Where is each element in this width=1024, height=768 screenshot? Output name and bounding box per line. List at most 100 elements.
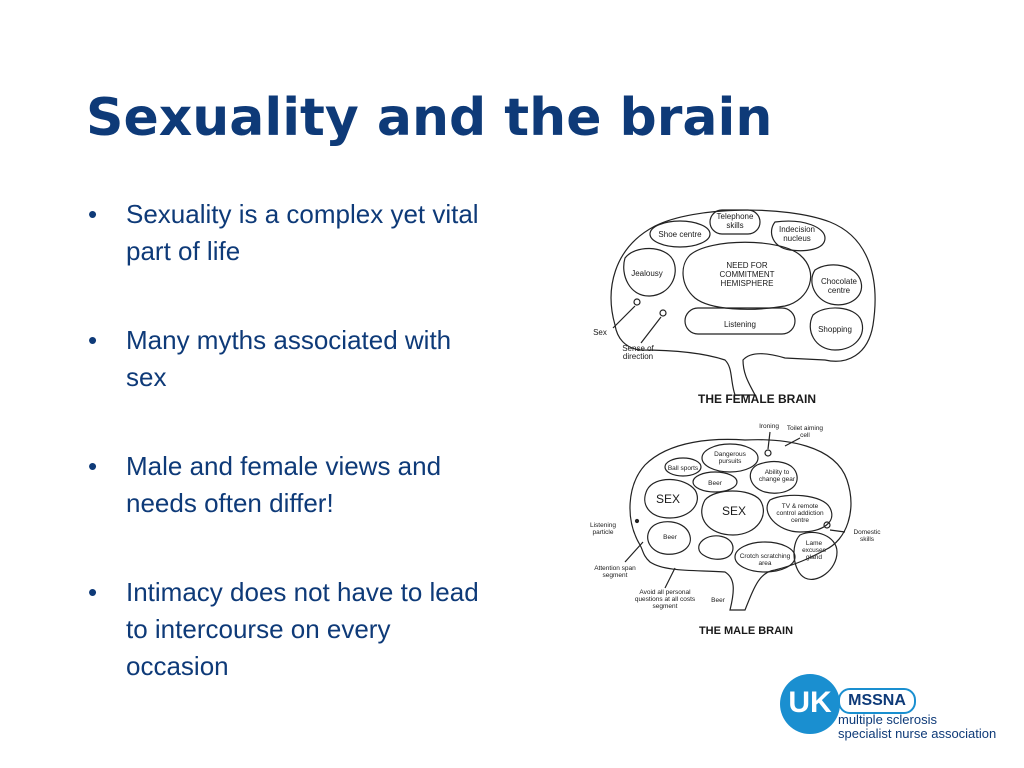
male-brain-caption: THE MALE BRAIN (699, 625, 793, 637)
male-label: Ability to (765, 469, 790, 476)
mssna-logo: UK MSSNA multiple sclerosis specialist n… (780, 674, 996, 744)
female-brain-caption: THE FEMALE BRAIN (698, 392, 816, 406)
male-beer-top-region (692, 471, 738, 493)
bullet-list: • Sexuality is a complex yet vital part o… (86, 196, 496, 737)
bullet-item: • Many myths associated with sex (86, 322, 496, 396)
male-domestic-pointer (829, 529, 846, 533)
female-sex-dot (633, 298, 641, 306)
female-shoe-region (649, 220, 711, 248)
female-label: Indecision (779, 225, 815, 234)
bullet-marker: • (88, 451, 98, 481)
female-label: Listening (724, 320, 756, 329)
male-label: particle (593, 529, 614, 536)
male-sex-left-region (644, 478, 698, 519)
bullet-text: Male and female views and needs often di… (126, 451, 442, 518)
female-chocolate-region (811, 264, 863, 306)
female-label: centre (828, 286, 851, 295)
bullet-marker: • (88, 199, 98, 229)
bullet-item: • Sexuality is a complex yet vital part o… (86, 196, 496, 270)
male-gear-region (749, 461, 798, 494)
female-telephone-region (709, 209, 761, 235)
male-label: TV & remote (782, 503, 819, 510)
logo-mssna-badge: MSSNA (838, 688, 916, 714)
female-label: skills (726, 221, 743, 230)
male-label: Avoid all personal (639, 589, 691, 596)
logo-line2: specialist nurse association (838, 726, 997, 741)
male-label: control addiction (776, 510, 824, 517)
male-dangerous-region (701, 443, 759, 473)
male-toilet-dot (823, 521, 831, 529)
male-label: segment (603, 572, 628, 579)
male-label: skills (860, 536, 875, 543)
bullet-marker: • (88, 577, 98, 607)
male-crotch-region (734, 541, 796, 573)
male-label: Listening (590, 522, 616, 529)
male-middle-region (698, 535, 734, 560)
logo-line1: multiple sclerosis (838, 712, 937, 727)
female-listening-region (684, 307, 796, 335)
female-label: nucleus (783, 234, 811, 243)
female-label: Jealousy (631, 269, 663, 278)
male-ironing-dot (764, 449, 772, 457)
male-brain (624, 431, 852, 611)
male-sex-right-region (701, 490, 764, 536)
bullet-item: • Male and female views and needs often d… (86, 448, 496, 522)
female-label: NEED FOR (726, 261, 768, 270)
female-jealousy-region (623, 247, 676, 297)
male-label: Ball sports (668, 465, 699, 472)
male-label: pursuits (719, 458, 743, 465)
male-label: Beer (663, 534, 678, 541)
bullet-text: Sexuality is a complex yet vital part of… (126, 199, 479, 266)
bullet-text: Intimacy does not have to lead to interc… (126, 577, 479, 681)
male-avoid-pointer (664, 567, 676, 589)
male-label: Lame (806, 540, 823, 547)
female-label: Sex (593, 328, 607, 337)
male-label: Beer (711, 597, 726, 604)
male-label: excuses (802, 547, 827, 554)
female-label: Chocolate (821, 277, 858, 286)
male-brain-outline (629, 438, 852, 611)
male-label: Toilet aiming (787, 425, 824, 432)
bullet-item: • Intimacy does not have to lead to inter… (86, 574, 496, 685)
brain-diagrams: Telephone skills Shoe centre Indecision … (590, 209, 881, 637)
male-label: centre (791, 517, 809, 524)
male-toilet-pointer (784, 437, 801, 447)
male-beer-left-region (647, 521, 691, 555)
male-ironing-pointer (767, 431, 771, 450)
slide-title: Sexuality and the brain (86, 88, 773, 148)
male-label: Ironing (759, 423, 779, 430)
male-label: SEX (656, 492, 680, 506)
male-label: change gear (759, 476, 796, 483)
female-label: HEMISPHERE (721, 279, 774, 288)
male-listening-dot (634, 518, 640, 524)
male-label: Dangerous (714, 451, 747, 458)
male-label: Beer (708, 480, 723, 487)
female-label: direction (623, 352, 653, 361)
female-label: Shoe centre (658, 230, 702, 239)
female-brain (610, 209, 876, 396)
female-shopping-region (809, 307, 864, 351)
female-label: Sense of (622, 344, 654, 353)
male-label: gland (806, 554, 822, 561)
male-attention-pointer (624, 541, 644, 563)
male-label: Crotch scratching (740, 553, 791, 560)
female-commitment-region (682, 241, 812, 310)
female-label: COMMITMENT (719, 270, 774, 279)
male-label: segment (653, 603, 678, 610)
bullet-marker: • (88, 325, 98, 355)
female-direction-pointer (640, 316, 662, 344)
female-sex-pointer (612, 305, 636, 329)
female-label: Telephone (717, 212, 754, 221)
male-label: questions at all costs (635, 596, 696, 603)
male-lame-region (793, 531, 838, 580)
male-label: area (758, 560, 771, 567)
female-direction-dot (659, 309, 667, 317)
female-brain-outline (610, 209, 876, 396)
male-label: cell (800, 432, 810, 439)
male-label: SEX (722, 504, 746, 518)
male-label: Domestic (853, 529, 881, 536)
bullet-text: Many myths associated with sex (126, 325, 452, 392)
male-tv-region (766, 494, 833, 533)
female-indecision-region (770, 220, 826, 252)
logo-uk-circle: UK (780, 674, 840, 734)
